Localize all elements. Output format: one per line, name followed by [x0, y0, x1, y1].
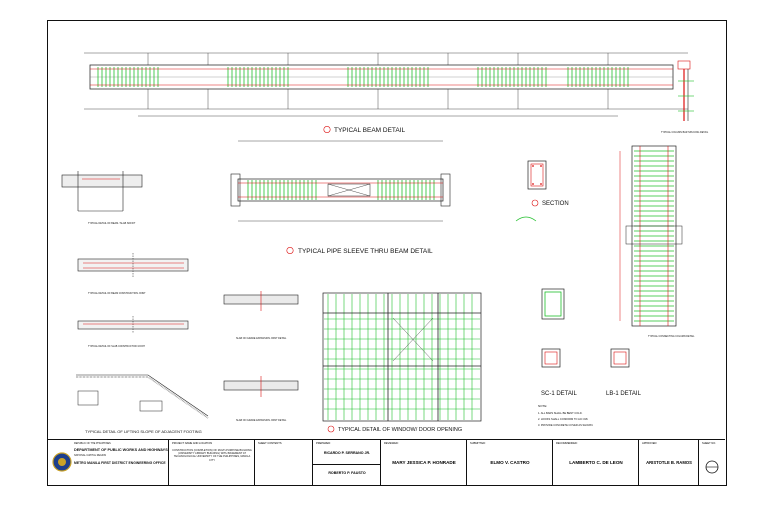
approved-name: ARISTOTLE B. RAMOS — [646, 460, 692, 465]
typical-beam-detail-title: TYPICAL BEAM DETAIL — [334, 127, 406, 134]
drawing-sheet: TYPICAL BEAM DETAIL TYPICAL COLUMN BAR S… — [47, 20, 727, 486]
recommended-name: LAMBERTO C. DE LEON — [569, 460, 623, 465]
window-door-detail-title: TYPICAL DETAIL OF WINDOW/ DOOR OPENING — [338, 427, 462, 433]
submitted-head: SUBMITTED: — [470, 442, 486, 445]
reviewed-name: MARY JESSICA P. HONRADE — [392, 460, 456, 465]
sheet-number-circle-icon — [705, 460, 719, 474]
recommended-head: RECOMMENDED: — [556, 442, 578, 445]
slab-grade-detail-title-1: SLAB ON GRADE EXPANSION JOINT DETAIL — [236, 337, 287, 340]
sheet-no-head: SHEET NO. — [702, 442, 716, 445]
slab-grade-detail-title-2: SLAB ON GRADE EXPANSION JOINT DETAIL — [236, 419, 287, 422]
district-office: METRO MANILA FIRST DISTRICT ENGINEERING … — [74, 461, 166, 465]
section-detail — [515, 160, 547, 222]
slab-grade-detail — [223, 291, 299, 397]
lifting-slope-detail-title: TYPICAL DETAIL OF LIFTING SLOPE OF ADJAC… — [85, 429, 202, 434]
sc1-lb1-details — [541, 288, 630, 368]
note-line: 1. ALL BARS SHALL BE BENT COLD. — [538, 411, 583, 415]
approved-head: APPROVED: — [642, 442, 658, 445]
beam-joint-detail-title: TYPICAL DETAIL OF BEAM CONSTRUCTION JOIN… — [88, 292, 146, 295]
lb1-detail-title: LB-1 DETAIL — [606, 391, 642, 397]
beam-soffit-detail-title: TYPICAL DETAIL OF BEAM / SLAB SOFFIT — [88, 222, 136, 225]
prepared-head: PREPARED: — [316, 442, 331, 445]
sheet-contents-head: SHEET CONTENTS — [258, 442, 282, 445]
prepared-name-2: ROBERTO P. FAUSTO — [328, 471, 366, 475]
window-door-detail — [322, 292, 482, 422]
detail-marker — [327, 425, 335, 433]
column-bar-detail — [677, 60, 694, 121]
note-line: 3. PROVIDE CONCRETE COVER AS SHOWN. — [538, 423, 593, 427]
region: NATIONAL CAPITAL REGION — [74, 454, 107, 457]
notes-title: NOTE: — [538, 404, 547, 408]
project-head: PROJECT NAME AND LOCATION — [172, 442, 213, 445]
detail-marker — [286, 247, 294, 255]
drawing-canvas: TYPICAL BEAM DETAIL TYPICAL COLUMN BAR S… — [61, 52, 709, 434]
slab-joint-detail-title: TYPICAL DETAIL OF SLAB CONSTRUCTION JOIN… — [88, 345, 145, 348]
detail-marker — [323, 126, 331, 134]
title-block: REPUBLIC OF THE PHILIPPINES DEPARTMENT O… — [48, 439, 725, 486]
slab-joint-detail — [77, 316, 189, 333]
detail-marker — [531, 199, 539, 207]
beam-elevation — [84, 52, 688, 117]
agency-top: REPUBLIC OF THE PHILIPPINES — [74, 442, 111, 445]
project-name: CONSTRUCTION (COMPLETION) OF MULTI-PURPO… — [172, 449, 252, 462]
column-side-detail — [619, 145, 683, 327]
section-title: SECTION — [542, 201, 569, 207]
pipe-sleeve-detail — [230, 140, 451, 222]
pipe-sleeve-detail-title: TYPICAL PIPE SLEEVE THRU BEAM DETAIL — [298, 248, 433, 255]
reviewed-head: REVIEWED: — [384, 442, 399, 445]
submitted-name: ELMO V. CASTRO — [490, 460, 530, 465]
dpwh-seal-icon — [52, 452, 72, 472]
column-side-detail-title: TYPICAL CONNECTING COLUMN DETAIL — [648, 335, 695, 338]
lifting-slope-detail — [76, 374, 209, 419]
prepared-name: RICARDO P. SERRANO JR. — [323, 451, 371, 455]
sc1-detail-title: SC-1 DETAIL — [541, 391, 578, 397]
agency-name: DEPARTMENT OF PUBLIC WORKS AND HIGHWAYS — [74, 448, 168, 452]
column-bar-detail-title: TYPICAL COLUMN BAR SPLICING DETAIL — [661, 131, 709, 134]
beam-soffit-detail — [61, 171, 143, 212]
note-line: 2. HOOKS SHALL CONFORM TO ACI 318. — [538, 417, 588, 421]
beam-joint-detail — [77, 253, 189, 277]
